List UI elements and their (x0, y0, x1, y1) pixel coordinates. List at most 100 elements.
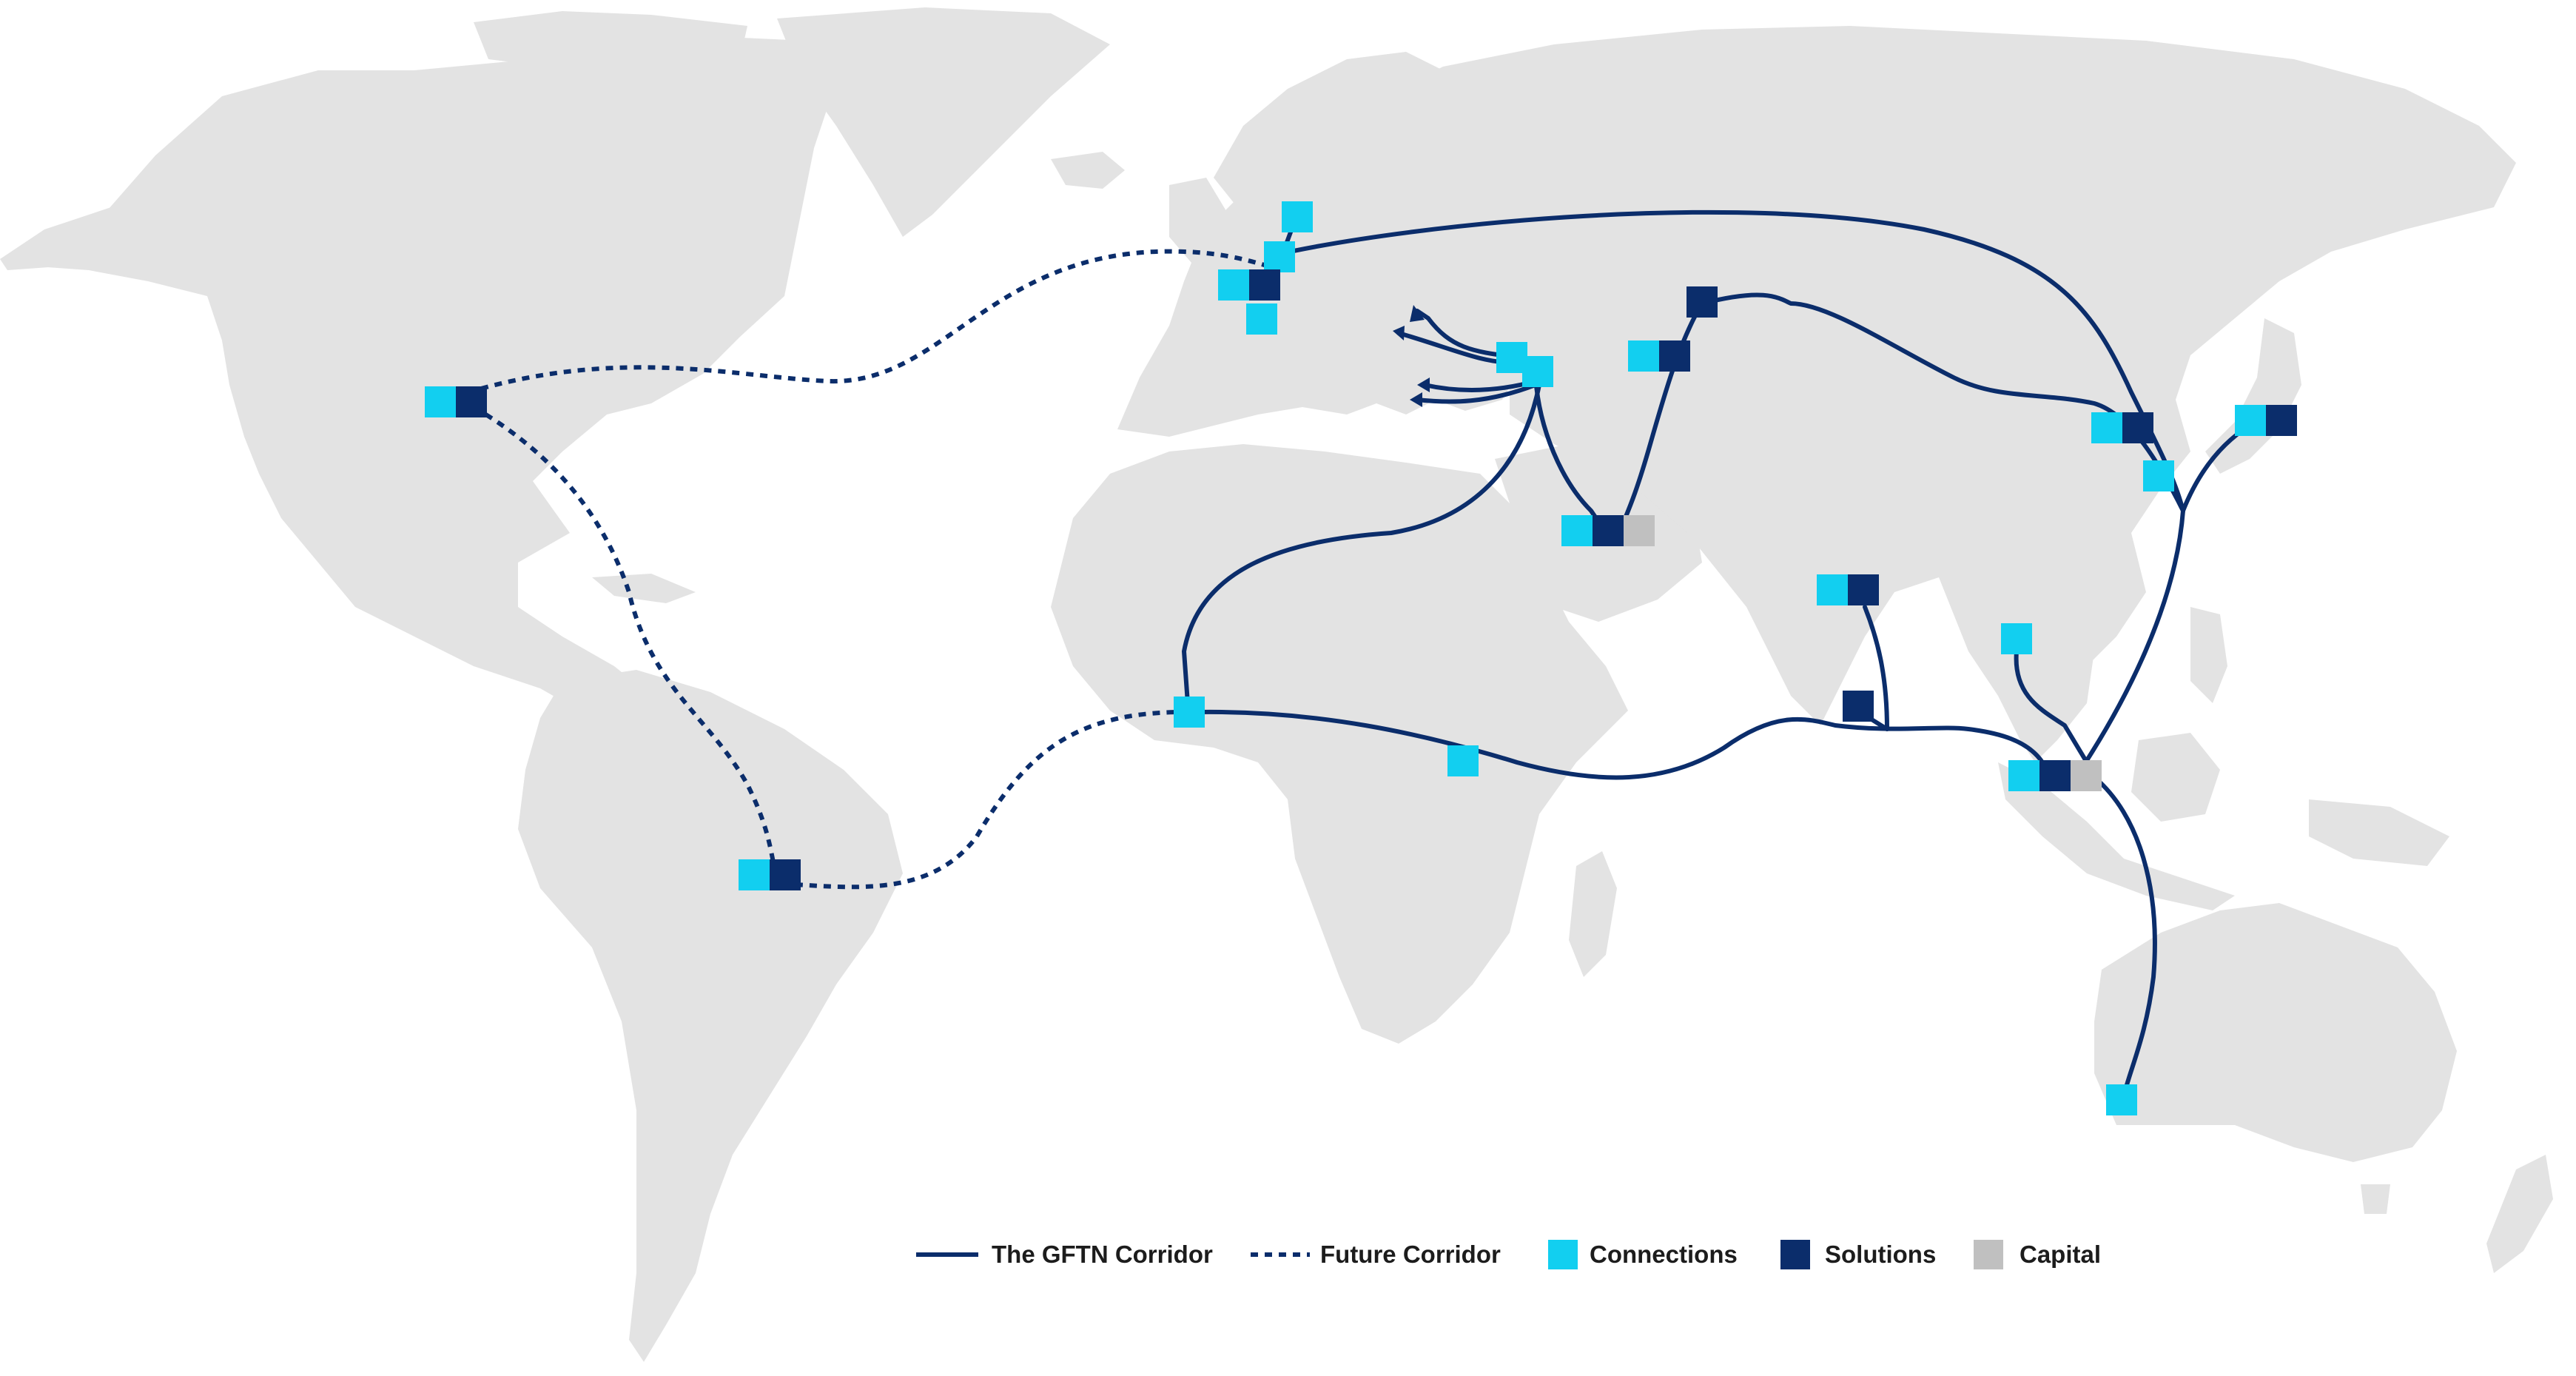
route-singapore-australia (2092, 775, 2157, 1098)
route-turkey-arrow-4 (1415, 383, 1538, 404)
route-singapore-china (2081, 509, 2185, 768)
solutions-marker (1848, 574, 1879, 605)
hub-scandinavia[interactable] (1282, 201, 1313, 232)
land-tasmania (2361, 1184, 2390, 1214)
connections-marker (1174, 697, 1205, 728)
legend-item-connections: Connections (1548, 1240, 1738, 1269)
connections-marker (1522, 356, 1553, 387)
land-uk (1169, 178, 1228, 263)
land-greenland (777, 7, 1110, 237)
hub-switzerland[interactable] (1246, 303, 1277, 335)
capital-marker (1624, 515, 1655, 546)
connections-marker (1282, 201, 1313, 232)
solutions-marker (2266, 405, 2297, 436)
land-new-zealand (2486, 1155, 2553, 1273)
solutions-marker (1593, 515, 1624, 546)
arrowhead-1 (1410, 305, 1425, 322)
land-philippines (2190, 607, 2227, 703)
legend-solutions-label: Solutions (1825, 1241, 1936, 1268)
land-europe (1117, 104, 1524, 437)
hub-germany-north[interactable] (1264, 241, 1295, 272)
hub-uae[interactable] (1561, 515, 1655, 546)
land-japan (2205, 318, 2301, 474)
solutions-marker (1843, 691, 1874, 722)
legend-item-solutions: Solutions (1780, 1240, 1936, 1269)
connections-marker (739, 859, 770, 890)
hub-kazakhstan[interactable] (1686, 286, 1718, 318)
connections-marker (2235, 405, 2266, 436)
route-turkey-arrow-3 (1422, 379, 1538, 392)
land-africa (1051, 444, 1628, 1044)
land-north-america (22, 37, 836, 733)
arrowhead-4 (1410, 392, 1422, 407)
connections-marker (2001, 623, 2032, 654)
hub-western-australia[interactable] (2106, 1084, 2137, 1115)
legend-corridor-label: The GFTN Corridor (992, 1241, 1213, 1268)
connections-marker (1817, 574, 1848, 605)
land-indonesia-west (1998, 762, 2235, 910)
hub-singapore[interactable] (2008, 760, 2102, 791)
connections-marker (2143, 460, 2174, 491)
land-madagascar (1569, 851, 1617, 977)
solutions-marker (2039, 760, 2071, 791)
land-iceland (1051, 152, 1125, 189)
hub-markers (425, 201, 2297, 1115)
arrowhead-2 (1393, 326, 1405, 340)
hub-india-north[interactable] (1817, 574, 1879, 605)
hub-central-asia[interactable] (1628, 340, 1690, 372)
landmasses (0, 7, 2553, 1362)
capital-marker (2071, 760, 2102, 791)
hub-usa-east[interactable] (425, 386, 487, 417)
hub-brazil[interactable] (739, 859, 801, 890)
legend-capital-swatch (1974, 1240, 2003, 1269)
future-corridor-routes (472, 249, 1281, 890)
land-new-guinea (2309, 799, 2449, 866)
land-asia (1369, 26, 2516, 725)
route-india-north-south (1863, 605, 1889, 731)
connections-marker (1218, 269, 1249, 301)
land-alaska (0, 207, 118, 270)
future-route-usa-brazil (472, 405, 776, 863)
legend-future-label: Future Corridor (1320, 1241, 1501, 1268)
route-thailand-singapore (2014, 649, 2089, 765)
connections-marker (1628, 340, 1659, 372)
connections-marker (2091, 412, 2122, 443)
connections-marker (1264, 241, 1295, 272)
connections-marker (1447, 745, 1479, 776)
legend-capital-label: Capital (2020, 1241, 2101, 1268)
legend-connections-label: Connections (1590, 1241, 1738, 1268)
route-westafrica-southasia (1197, 709, 2045, 780)
hub-turkey-east[interactable] (1522, 356, 1553, 387)
hub-shanghai[interactable] (2143, 460, 2174, 491)
hub-western-europe[interactable] (1218, 269, 1280, 301)
connections-marker (1246, 303, 1277, 335)
connections-marker (425, 386, 456, 417)
legend-item-capital: Capital (1974, 1240, 2101, 1269)
hub-east-africa[interactable] (1447, 745, 1479, 776)
legend-item-future: Future Corridor (1251, 1241, 1501, 1268)
connections-marker (1561, 515, 1593, 546)
hub-china-east[interactable] (2091, 412, 2153, 443)
land-arctic-islands (474, 11, 747, 70)
land-borneo (2131, 733, 2220, 822)
solutions-marker (1659, 340, 1690, 372)
hub-west-africa[interactable] (1174, 697, 1205, 728)
land-south-america (518, 670, 903, 1362)
connections-marker (2106, 1084, 2137, 1115)
legend-solutions-swatch (1780, 1240, 1810, 1269)
hub-thailand[interactable] (2001, 623, 2032, 654)
route-kazakhstan-uae (1618, 301, 1704, 531)
solutions-marker (1686, 286, 1718, 318)
hub-japan[interactable] (2235, 405, 2297, 436)
solutions-marker (770, 859, 801, 890)
legend-item-corridor: The GFTN Corridor (916, 1241, 1213, 1268)
legend-connections-swatch (1548, 1240, 1578, 1269)
land-australia (2094, 903, 2457, 1162)
solutions-marker (456, 386, 487, 417)
solutions-marker (2122, 412, 2153, 443)
map-legend: The GFTN Corridor Future Corridor Connec… (916, 1240, 2101, 1269)
hub-india-south[interactable] (1843, 691, 1874, 722)
arrowhead-3 (1417, 377, 1430, 392)
